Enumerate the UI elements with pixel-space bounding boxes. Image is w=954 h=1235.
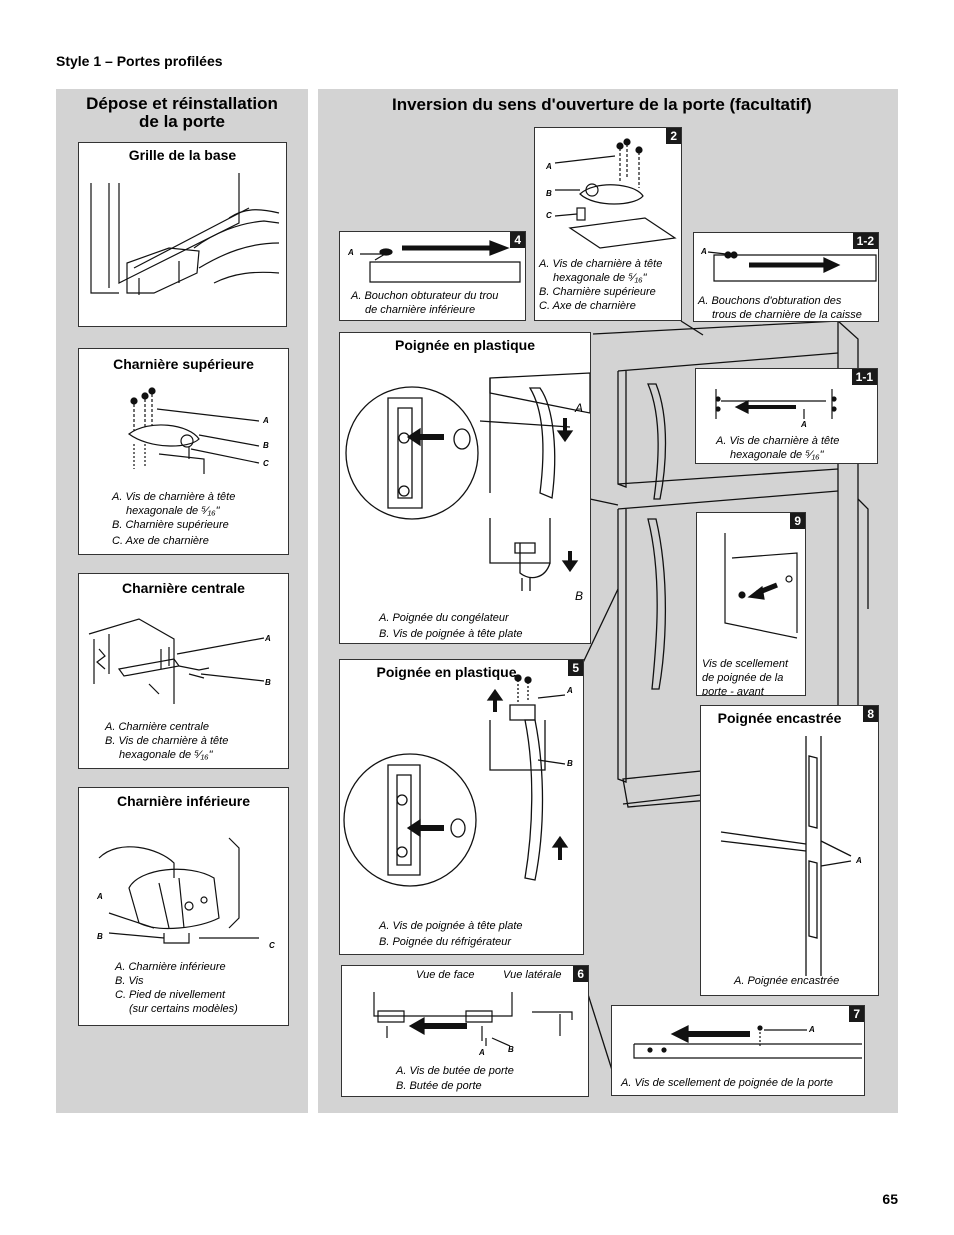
right-panel: Inversion du sens d'ouverture de la port…: [318, 89, 898, 1113]
charniere-inf-label-c: C: [269, 941, 275, 950]
step-7-caption: A. Vis de scellement de poignée de la po…: [621, 1077, 833, 1089]
poignee-1-box: Poignée en plastique: [339, 332, 591, 644]
left-panel-title: Dépose et réinstallation de la porte: [56, 95, 308, 131]
step-9-illustration: [724, 533, 798, 639]
step-2-label-c: C: [546, 211, 552, 220]
step-1-1-illustration: [715, 389, 837, 419]
title-line-2: de la porte: [139, 112, 225, 131]
step-9-caption: Vis de scellement de poignée de la porte…: [702, 658, 789, 696]
charniere-inf-title: Charnière inférieure: [116, 793, 251, 809]
step-6-view-front: Vue de face: [416, 969, 475, 981]
poignee-1-label-a: A: [575, 401, 584, 415]
step-9-box: 9 Vis de scellement de poignée de la por…: [696, 512, 806, 696]
step-8-illustration: [720, 736, 852, 976]
charniere-inf-label-a: A: [97, 892, 103, 901]
charniere-sup-box: Charnière supérieure A B C A. Vis de cha…: [78, 348, 289, 555]
right-panel-title: Inversion du sens d'ouverture de la port…: [392, 95, 812, 114]
step-1-1-box: 1-1 A A. Vis de charnière à tête hexagon…: [695, 368, 878, 464]
step-8-caption: A. Poignée encastrée: [734, 975, 840, 987]
step-5-caption: A. Vis de poignée à tête plate B. Poigné…: [379, 920, 523, 948]
grille-box: Grille de la base: [78, 142, 287, 327]
charniere-inf-illustration: [98, 837, 259, 944]
step-1-1-caption: A. Vis de charnière à tête hexagonale de…: [716, 435, 840, 461]
charniere-sup-label-c: C: [263, 459, 269, 468]
charniere-sup-label-b: B: [263, 441, 269, 450]
step-6-label-a: A: [479, 1048, 485, 1057]
step-2-badge: 2: [666, 128, 681, 144]
step-1-2-caption: A. Bouchons d'obturation des trous de ch…: [698, 295, 862, 321]
step-6-illustration: [373, 992, 573, 1047]
step-2-label-b: B: [546, 189, 552, 198]
grille-illustration: [90, 173, 280, 295]
charniere-cen-title: Charnière centrale: [122, 580, 245, 596]
step-8-badge: 8: [863, 706, 878, 722]
step-7-badge: 7: [849, 1006, 864, 1022]
step-5-illustration: [343, 674, 569, 887]
step-1-2-box: 1-2 A A. Bouchons d'obturation des trous…: [693, 232, 879, 322]
step-2-label-a: A: [546, 162, 552, 171]
charniere-cen-caption: A. Charnière centrale B. Vis de charnièr…: [105, 721, 229, 761]
step-4-label-a: A: [348, 248, 354, 257]
step-8-label-a: A: [856, 856, 862, 865]
title-line-1: Dépose et réinstallation: [86, 94, 278, 113]
charniere-cen-label-b: B: [265, 678, 271, 687]
step-1-2-illustration: [707, 251, 877, 282]
page-number: 65: [882, 1191, 898, 1207]
step-6-caption: A. Vis de butée de porte B. Butée de por…: [396, 1065, 514, 1092]
step-4-illustration: [360, 240, 521, 283]
step-6-label-b: B: [508, 1045, 514, 1054]
left-panel: Dépose et réinstallation de la porte Gri…: [56, 89, 308, 1113]
charniere-cen-illustration: [88, 618, 265, 704]
charniere-inf-caption: A. Charnière inférieure B. Vis C. Pied d…: [115, 961, 238, 1015]
step-5-box: 5 Poignée en plastique: [339, 659, 584, 955]
step-2-box: 2 A B C A. Vis de charnière à tête hexag…: [534, 127, 682, 321]
step-9-badge: 9: [790, 513, 805, 529]
step-4-caption: A. Bouchon obturateur du trou de charniè…: [351, 290, 499, 316]
step-7-illustration: [633, 1025, 862, 1059]
step-6-badge: 6: [573, 966, 588, 982]
poignee-1-label-b: B: [575, 589, 584, 603]
step-8-box: 8 Poignée encastrée A A. Poignée encastr…: [700, 705, 879, 996]
step-1-1-label-a: A: [801, 420, 807, 429]
grille-title: Grille de la base: [128, 147, 237, 163]
charniere-sup-title: Charnière supérieure: [113, 356, 254, 372]
step-4-box: 4 A A. Bouchon obturateur du trou de cha…: [339, 231, 526, 321]
step-8-title: Poignée encastrée: [717, 710, 842, 726]
step-1-1-badge: 1-1: [851, 369, 877, 385]
section-heading: Style 1 – Portes profilées: [56, 53, 223, 69]
step-4-badge: 4: [510, 232, 525, 248]
step-2-illustration: [554, 138, 677, 249]
poignee-1-illustration: [345, 372, 590, 591]
charniere-sup-label-a: A: [263, 416, 269, 425]
charniere-sup-caption: A. Vis de charnière à tête hexagonale de…: [112, 491, 236, 547]
step-7-box: 7 A A. Vis de scellement de poignée de l…: [611, 1005, 865, 1096]
charniere-cen-label-a: A: [265, 634, 271, 643]
charniere-inf-label-b: B: [97, 932, 103, 941]
step-6-box: 6 Vue de face Vue latérale A B A. Vis de…: [341, 965, 589, 1097]
poignee-1-title: Poignée en plastique: [394, 337, 536, 353]
step-2-caption: A. Vis de charnière à tête hexagonale de…: [539, 258, 663, 312]
charniere-inf-box: Charnière inférieure A B C A. Charnière …: [78, 787, 289, 1026]
poignee-1-caption: A. Poignée du congélateur B. Vis de poig…: [379, 612, 523, 640]
step-1-2-badge: 1-2: [852, 233, 878, 249]
step-7-label-a: A: [809, 1025, 815, 1034]
step-6-view-side: Vue latérale: [503, 969, 562, 981]
step-1-2-label-a: A: [701, 247, 707, 256]
charniere-sup-illustration: [127, 387, 260, 474]
step-5-badge: 5: [568, 660, 583, 676]
step-5-label-a: A: [567, 686, 573, 695]
charniere-cen-box: Charnière centrale A B A. Charnière cent…: [78, 573, 289, 769]
step-5-title: Poignée en plastique: [376, 664, 517, 680]
step-5-label-b: B: [567, 759, 573, 768]
